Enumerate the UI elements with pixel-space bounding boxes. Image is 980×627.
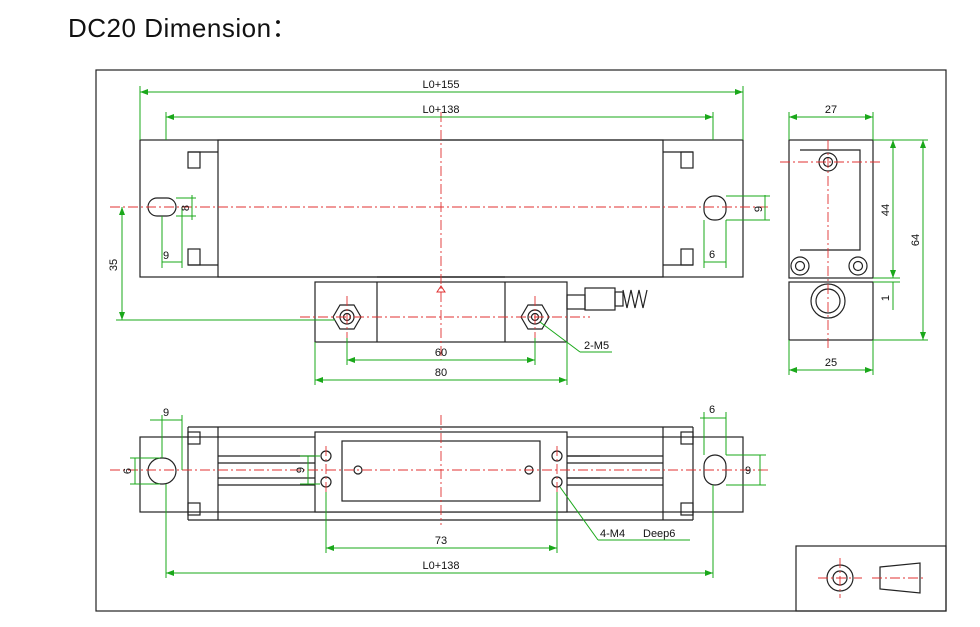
dim-l0-138-top: L0+138	[422, 560, 459, 572]
side-scale-body	[788, 139, 874, 279]
dim-6-top-left: 6	[122, 468, 134, 474]
dim-27: 27	[825, 104, 837, 116]
dim-8: 8	[180, 205, 192, 211]
callout-deep6: Deep6	[643, 528, 675, 540]
dim-6-front-right: 6	[709, 249, 715, 261]
front-view	[110, 112, 770, 360]
cable-gland	[566, 287, 648, 311]
dim-9-top-mid: 9	[295, 467, 307, 473]
dim-1: 1	[880, 295, 892, 301]
dim-l0-155: L0+155	[422, 79, 459, 91]
right-mount-slot	[703, 195, 727, 221]
front-dimensions	[116, 86, 770, 385]
drawing-border	[95, 69, 947, 612]
dim-9-front-left: 9	[163, 250, 169, 262]
dim-60: 60	[435, 347, 447, 359]
dim-25: 25	[825, 357, 837, 369]
dim-9-front-right: 9	[753, 206, 765, 212]
dim-80: 80	[435, 367, 447, 379]
page-title: DC20 Dimension：	[68, 13, 299, 43]
front-scale-body	[139, 139, 744, 278]
projection-symbol	[795, 545, 947, 612]
dim-9-top-right: 9	[745, 465, 751, 477]
dim-l0-138-front: L0+138	[422, 104, 459, 116]
side-slider-block	[788, 281, 874, 341]
dim-6-top-right: 6	[709, 404, 715, 416]
top-view	[110, 415, 770, 525]
dim-9-top-left: 9	[163, 407, 169, 419]
top-dimensions	[130, 412, 766, 578]
top-left-slot	[147, 457, 177, 485]
callout-2-m5: 2-M5	[584, 340, 609, 352]
dim-44: 44	[880, 204, 892, 216]
side-dimensions	[788, 112, 928, 375]
dim-64: 64	[910, 234, 922, 246]
side-view	[780, 139, 880, 350]
dim-73: 73	[435, 535, 447, 547]
callout-4-m4: 4-M4	[600, 528, 625, 540]
dim-35: 35	[108, 259, 120, 271]
